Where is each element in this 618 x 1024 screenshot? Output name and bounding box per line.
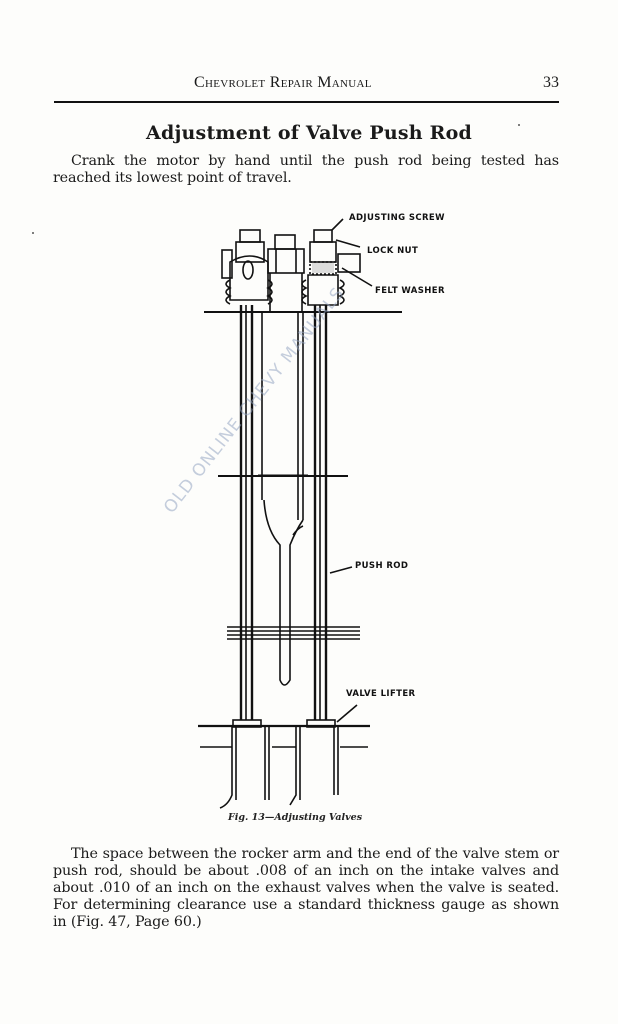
label-felt-washer: FELT WASHER xyxy=(375,286,445,296)
intro-text: Crank the motor by hand until the push r… xyxy=(53,153,559,186)
scan-speck xyxy=(518,124,520,126)
header-rule xyxy=(54,101,559,103)
scan-speck xyxy=(32,232,34,234)
body-text: The space between the rocker arm and the… xyxy=(53,846,559,930)
label-valve-lifter: VALVE LIFTER xyxy=(346,689,416,699)
valve-diagram xyxy=(198,218,402,809)
body-paragraph: The space between the rocker arm and the… xyxy=(53,846,559,931)
label-push-rod: PUSH ROD xyxy=(355,561,409,571)
label-adjusting-screw: ADJUSTING SCREW xyxy=(349,213,445,223)
page-number: 33 xyxy=(543,74,559,91)
section-title: Adjustment of Valve Push Rod xyxy=(146,122,472,144)
running-title: Chevrolet Repair Manual xyxy=(194,74,372,91)
intro-paragraph: Crank the motor by hand until the push r… xyxy=(53,153,559,187)
valve-figure: ADJUSTING SCREW LOCK NUT FELT WASHER PUS… xyxy=(0,200,618,840)
running-head: Chevrolet Repair Manual 33 xyxy=(54,74,559,96)
label-lock-nut: LOCK NUT xyxy=(367,246,419,256)
figure-caption: Fig. 13—Adjusting Valves xyxy=(228,812,363,823)
